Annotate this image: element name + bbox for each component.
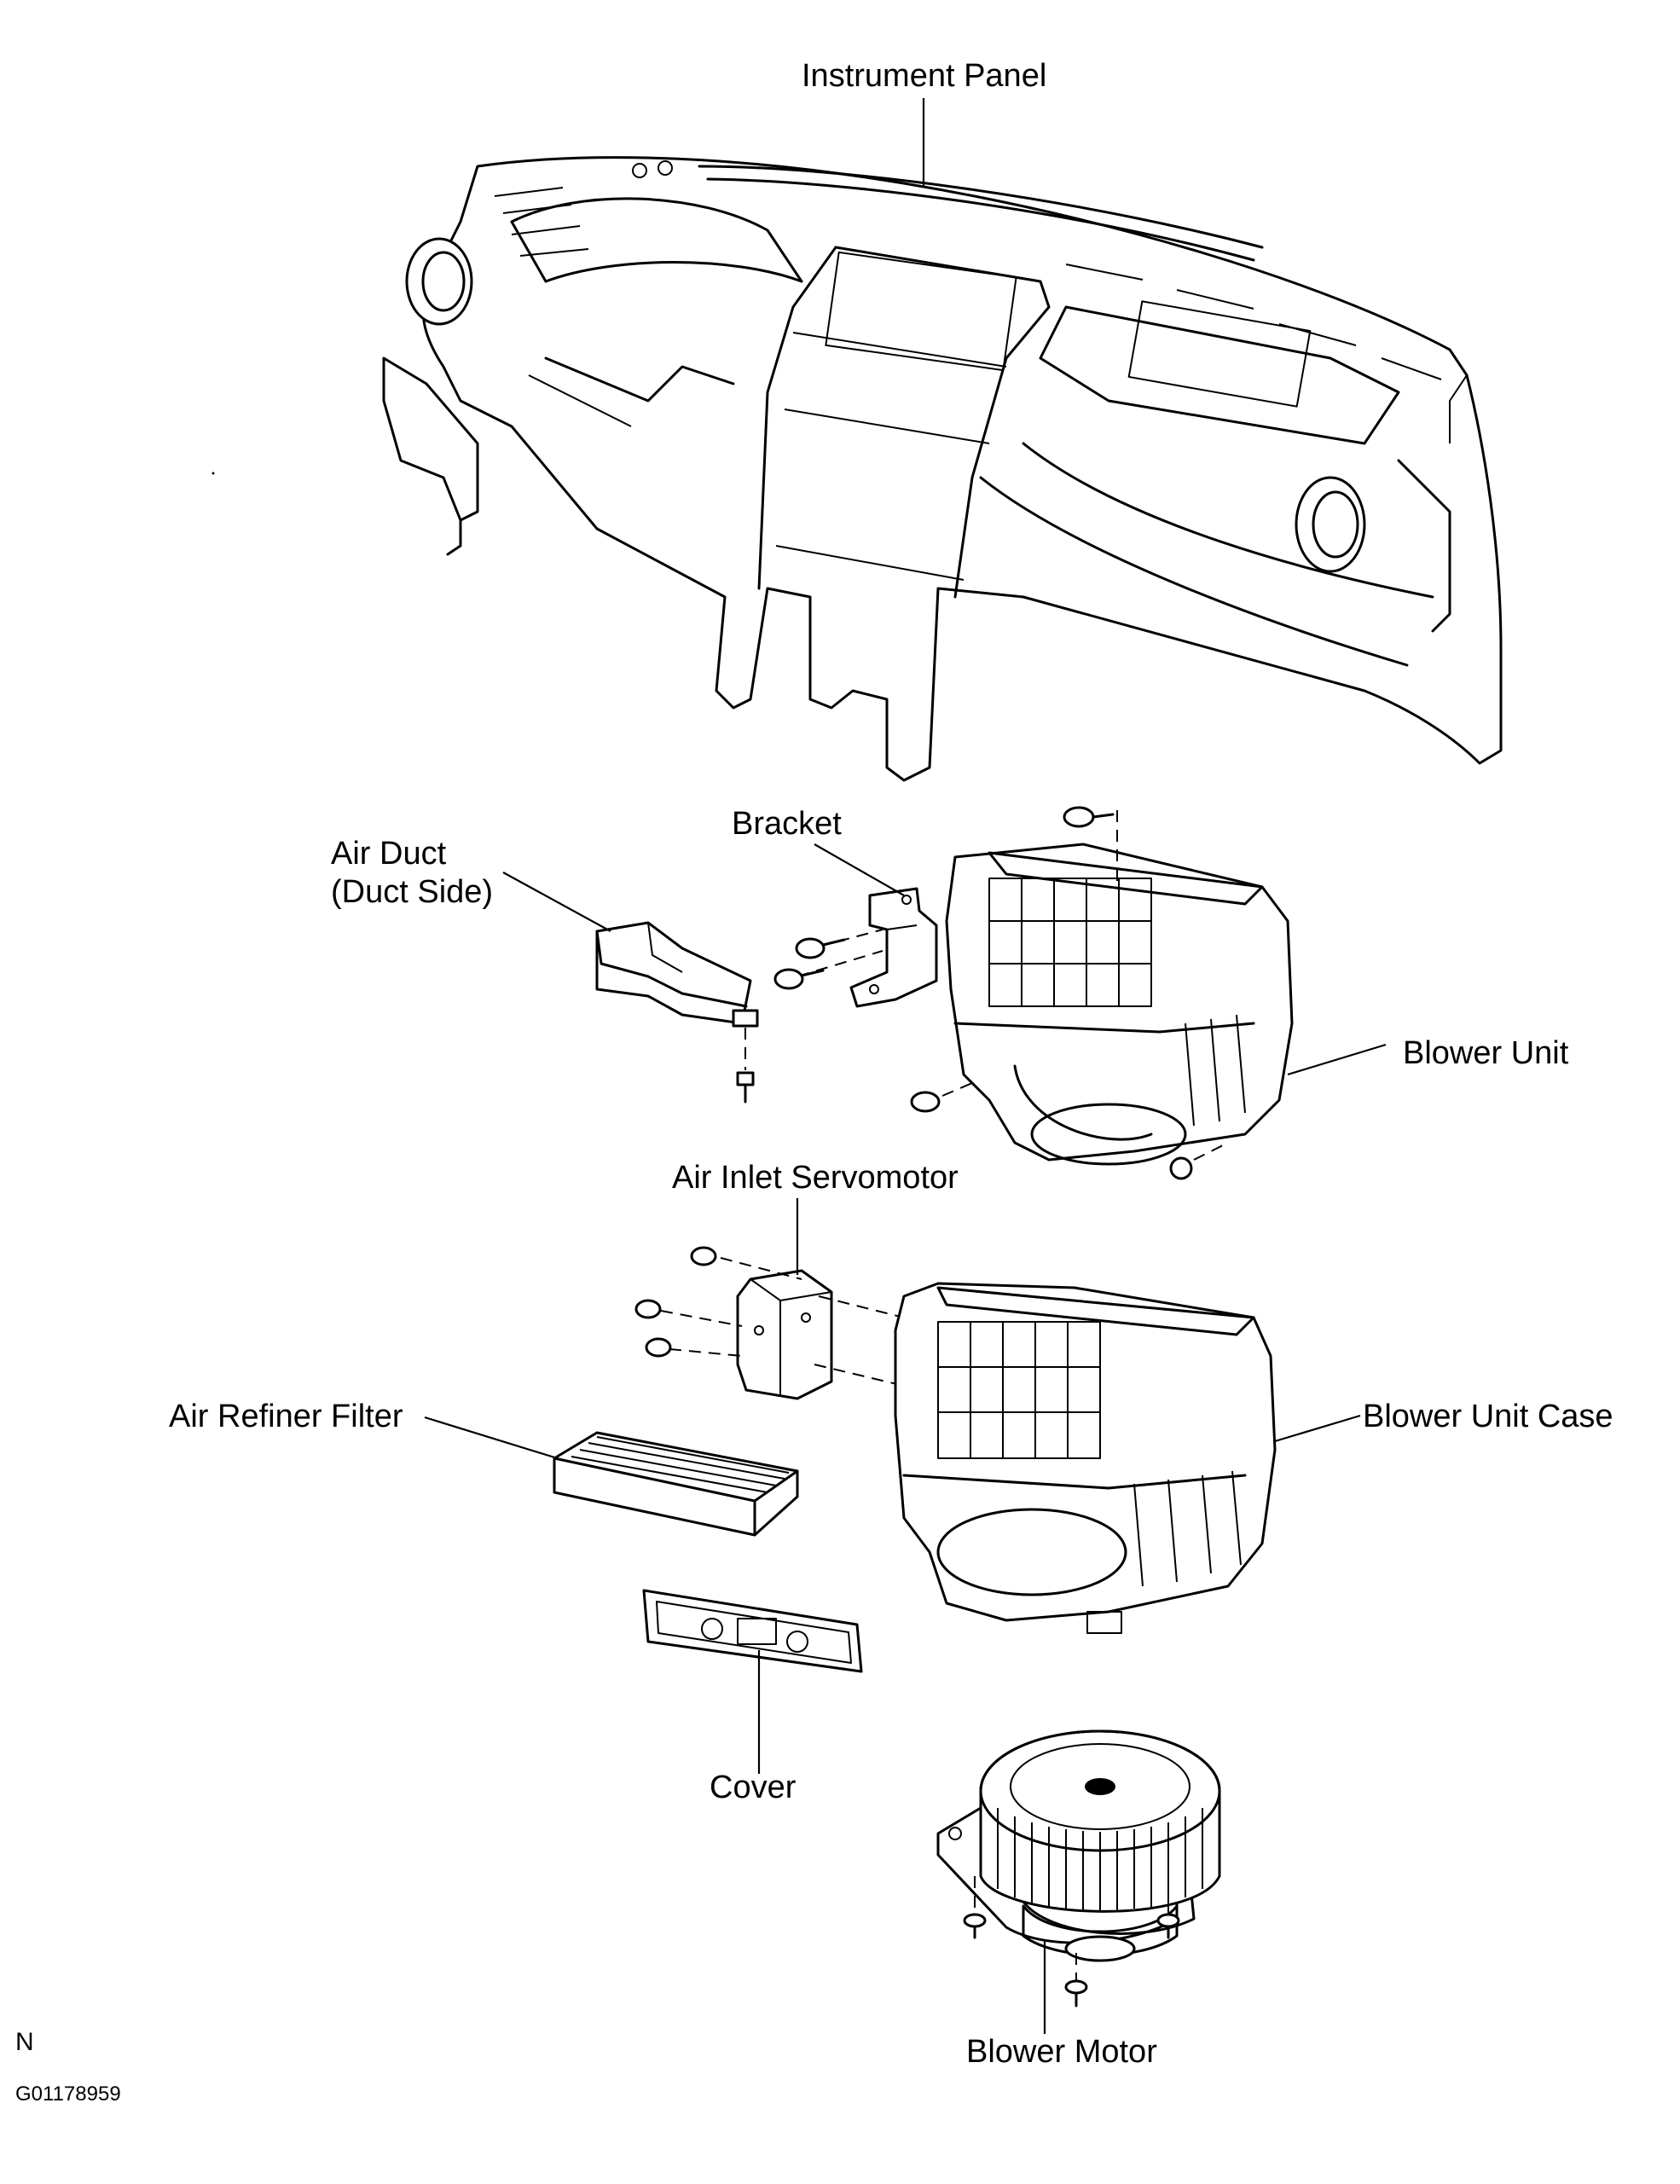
label-blower-unit-case: Blower Unit Case [1363,1399,1613,1434]
blower-unit-case-drawing [894,1282,1277,1634]
screw-icon [1064,1979,1088,2007]
bolt-icon [795,937,846,959]
bolt-icon [910,1091,941,1113]
air-inlet-servomotor-drawing [736,1269,833,1400]
blower-unit-leader [1287,1043,1387,1076]
air-refiner-filter-leader [424,1416,564,1462]
bracket-drawing [849,887,938,1008]
bracket-leader [814,843,905,896]
bolt-icon [773,968,825,990]
label-air-duct-side: (Duct Side) [331,874,494,910]
label-blower-unit: Blower Unit [1403,1035,1569,1071]
label-blower-motor: Blower Motor [966,2034,1157,2070]
cover-drawing [642,1589,863,1673]
nut-icon [1169,1156,1193,1180]
label-air-inlet-servomotor: Air Inlet Servomotor [672,1160,959,1196]
screw-icon [634,1299,662,1319]
air-refiner-filter-drawing [553,1431,799,1537]
screw-icon [963,1913,987,1939]
screw-icon [645,1337,672,1358]
air-duct-leader [502,872,611,932]
screw-icon [690,1246,717,1266]
label-instrument-panel: Instrument Panel [802,58,1047,94]
blower-unit-case-leader [1274,1414,1361,1443]
label-air-duct: Air Duct [331,836,447,872]
screw-icon [1156,1913,1180,1939]
label-cover: Cover [710,1770,797,1805]
blower-motor-drawing [936,1729,1221,1962]
label-bracket: Bracket [732,806,842,842]
bolt-icon [1063,806,1115,828]
blower-unit-drawing [945,843,1294,1166]
figure-code: G01178959 [15,2083,121,2106]
air-duct-drawing [595,921,759,1028]
instrument-panel-drawing [382,156,1503,782]
n-mark: N [15,2028,34,2056]
label-air-refiner-filter: Air Refiner Filter [169,1399,403,1434]
screw-icon [736,1071,755,1104]
